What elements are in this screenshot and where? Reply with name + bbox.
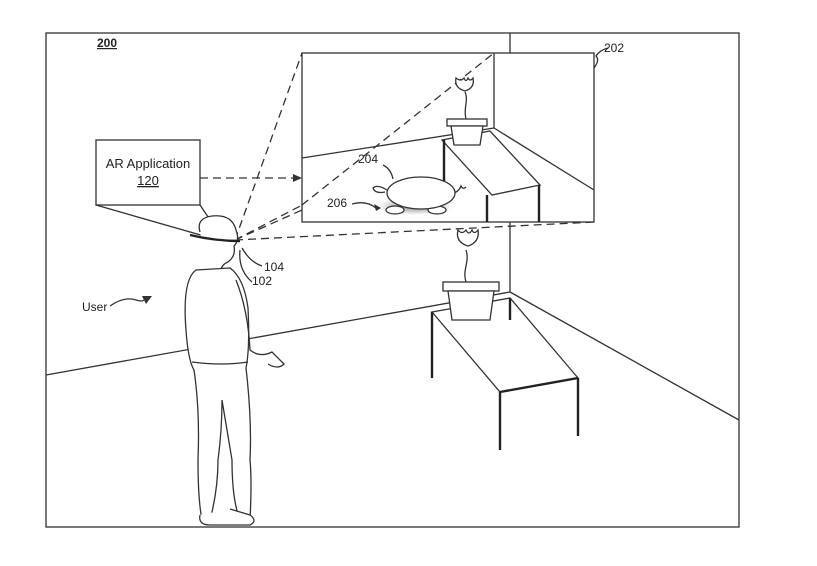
right-floor-line (509, 291, 740, 421)
ar-application-label: AR Application (106, 156, 191, 171)
figure-frame (45, 32, 740, 528)
left-floor-line (45, 291, 511, 376)
real-plant (442, 228, 500, 321)
user-label: User (82, 300, 107, 314)
user-figure (184, 215, 285, 526)
ref-206: 206 (327, 196, 347, 210)
ref-104: 104 (264, 260, 284, 274)
ref-102: 102 (252, 274, 272, 288)
room-scene (45, 32, 740, 528)
ref-204: 204 (358, 152, 378, 166)
real-table (430, 297, 580, 450)
figure-number: 200 (97, 36, 117, 50)
ref-202: 202 (604, 41, 624, 55)
virtual-turtle (372, 176, 467, 215)
ar-application-ref: 120 (137, 173, 159, 188)
ar-view-inset (301, 52, 595, 223)
